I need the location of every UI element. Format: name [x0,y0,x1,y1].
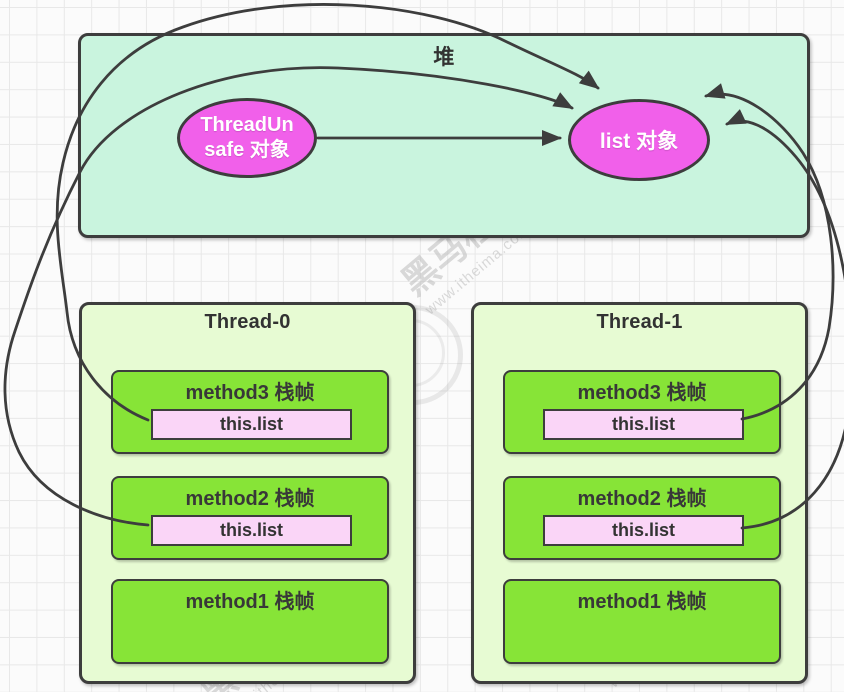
thread1-method3-frame: method3 栈帧 this.list [503,370,781,454]
thread0-method1-frame: method1 栈帧 [111,579,389,664]
frame-label: method1 栈帧 [185,591,315,613]
threadunsafe-object-label-line1: ThreadUn [200,114,294,136]
thread0-method2-frame: method2 栈帧 this.list [111,476,389,560]
heap-label: 堆 [433,46,455,69]
list-object-label: list 对象 [599,130,679,153]
threadunsafe-object-ellipse: ThreadUn safe 对象 [177,98,317,178]
threadunsafe-object-label-line2: safe 对象 [204,139,290,161]
frame-label: method3 栈帧 [185,382,315,404]
frame-label: method2 栈帧 [577,488,707,510]
frame-label: method2 栈帧 [185,488,315,510]
thread1-method2-frame: method2 栈帧 this.list [503,476,781,560]
thread0-box: Thread-0 method3 栈帧 this.list method2 栈帧… [79,302,416,684]
frame-label: method1 栈帧 [577,591,707,613]
thread0-title: Thread-0 [204,311,291,333]
thread1-method3-this-list-var: this.list [543,409,744,440]
thread0-method3-frame: method3 栈帧 this.list [111,370,389,454]
thread1-method1-frame: method1 栈帧 [503,579,781,664]
thread0-method2-this-list-var: this.list [151,515,352,546]
thread1-box: Thread-1 method3 栈帧 this.list method2 栈帧… [471,302,808,684]
list-object-ellipse: list 对象 [568,99,710,181]
frame-label: method3 栈帧 [577,382,707,404]
thread1-title: Thread-1 [596,311,683,333]
thread1-method2-this-list-var: this.list [543,515,744,546]
thread0-method3-this-list-var: this.list [151,409,352,440]
